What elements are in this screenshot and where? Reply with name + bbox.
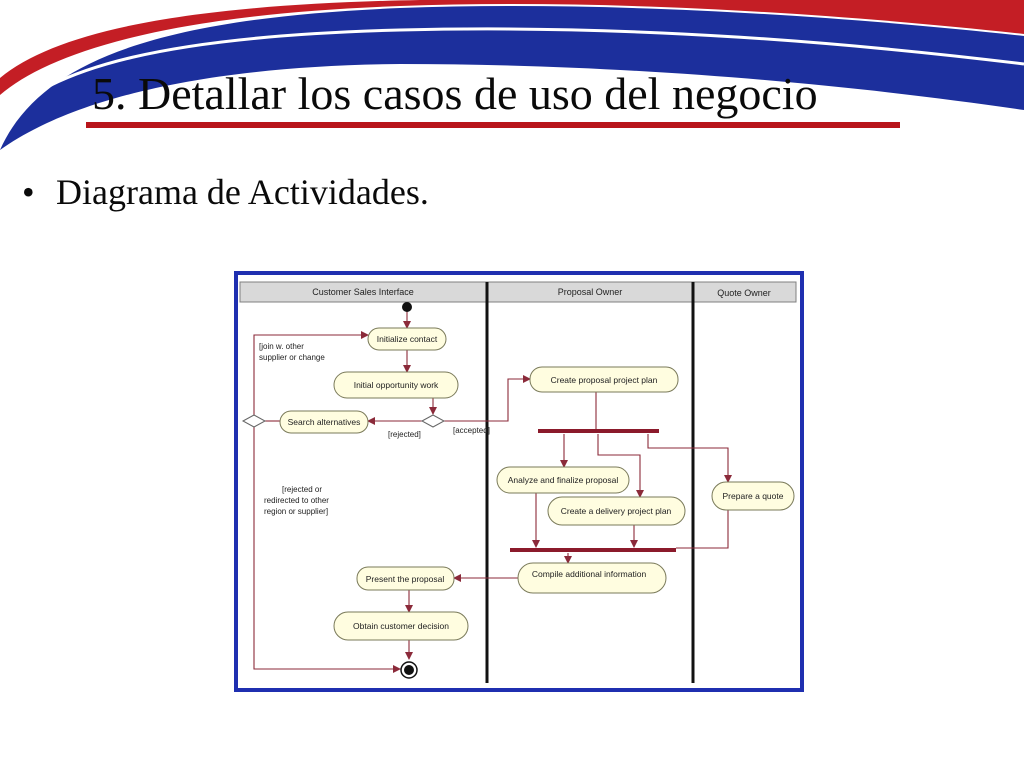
flow-accepted-to-proposal-plan (444, 375, 531, 422)
activity-initialize-contact-label: Initialize contact (377, 334, 438, 344)
guard-rejected: [rejected] (388, 430, 421, 439)
activity-diagram: Customer Sales Interface Proposal Owner … (239, 281, 797, 683)
banner-blue-band (0, 6, 1024, 150)
activity-compile-additional-information (517, 562, 667, 594)
guard-rejected-redirected-line-2: redirected to other (264, 496, 329, 505)
bullet-item: • Diagrama de Actividades. (22, 166, 429, 218)
activity-create-proposal-project-plan (529, 366, 679, 393)
swimlane-quote-owner: Quote Owner (717, 288, 771, 298)
join-bar (510, 548, 676, 552)
guard-accepted: [accepted] (453, 426, 490, 435)
flow-merge-loop-back (253, 331, 369, 415)
activity-create-delivery-project-plan-label: Create a delivery project plan (561, 506, 672, 516)
header-swoosh-banner (0, 0, 1024, 150)
activity-prepare-a-quote-label: Prepare a quote (723, 491, 784, 501)
decision-accepted-rejected (420, 414, 446, 428)
activity-analyze-and-finalize-proposal-label: Analyze and finalize proposal (508, 475, 619, 485)
activity-create-proposal-project-plan-label: Create proposal project plan (551, 375, 658, 385)
merge-node (241, 414, 267, 428)
activity-initial-opportunity-work (333, 371, 459, 399)
swimlane-header-band (239, 281, 797, 303)
guard-rejected-redirected-line-1: [rejected or (282, 485, 322, 494)
bullet-dot: • (22, 172, 35, 212)
flow-quote-to-join (676, 510, 729, 549)
final-node-core (404, 665, 414, 675)
activity-initial-opportunity-work-label: Initial opportunity work (354, 380, 439, 390)
activity-analyze-and-finalize-proposal (496, 466, 630, 494)
banner-red-band (0, 0, 1024, 95)
activity-search-alternatives (279, 410, 369, 434)
banner-white-stripe (0, 27, 1024, 124)
swimlane-proposal-owner: Proposal Owner (558, 287, 623, 297)
flow-fork-to-delivery (597, 434, 644, 498)
activity-diagram-frame: Customer Sales Interface Proposal Owner … (234, 271, 804, 692)
swimlane-customer-sales-interface: Customer Sales Interface (312, 287, 414, 297)
title-underline (86, 122, 900, 128)
initial-node (402, 302, 412, 312)
activity-create-delivery-project-plan (547, 496, 686, 526)
activity-present-the-proposal-label: Present the proposal (366, 574, 445, 584)
slide-title: 5. Detallar los casos de uso del negocio (92, 68, 818, 119)
activity-present-the-proposal (356, 566, 455, 591)
activity-compile-additional-information-label: Compile additional information (532, 569, 647, 579)
flow-merge-to-end (253, 427, 401, 673)
activity-obtain-customer-decision-label: Obtain customer decision (353, 621, 449, 631)
guard-rejected-redirected-line-3: region or supplier] (264, 507, 328, 516)
activity-obtain-customer-decision (333, 611, 469, 641)
bullet-text: Diagrama de Actividades. (56, 172, 429, 212)
flow-fork-to-quote (647, 434, 732, 483)
activity-search-alternatives-label: Search alternatives (288, 417, 361, 427)
activity-initialize-contact (367, 327, 447, 351)
guard-join-other-line-2: supplier or change (259, 353, 325, 362)
activity-prepare-a-quote (711, 481, 795, 511)
fork-bar (538, 429, 659, 433)
guard-join-other-line-1: [join w. other (259, 342, 304, 351)
